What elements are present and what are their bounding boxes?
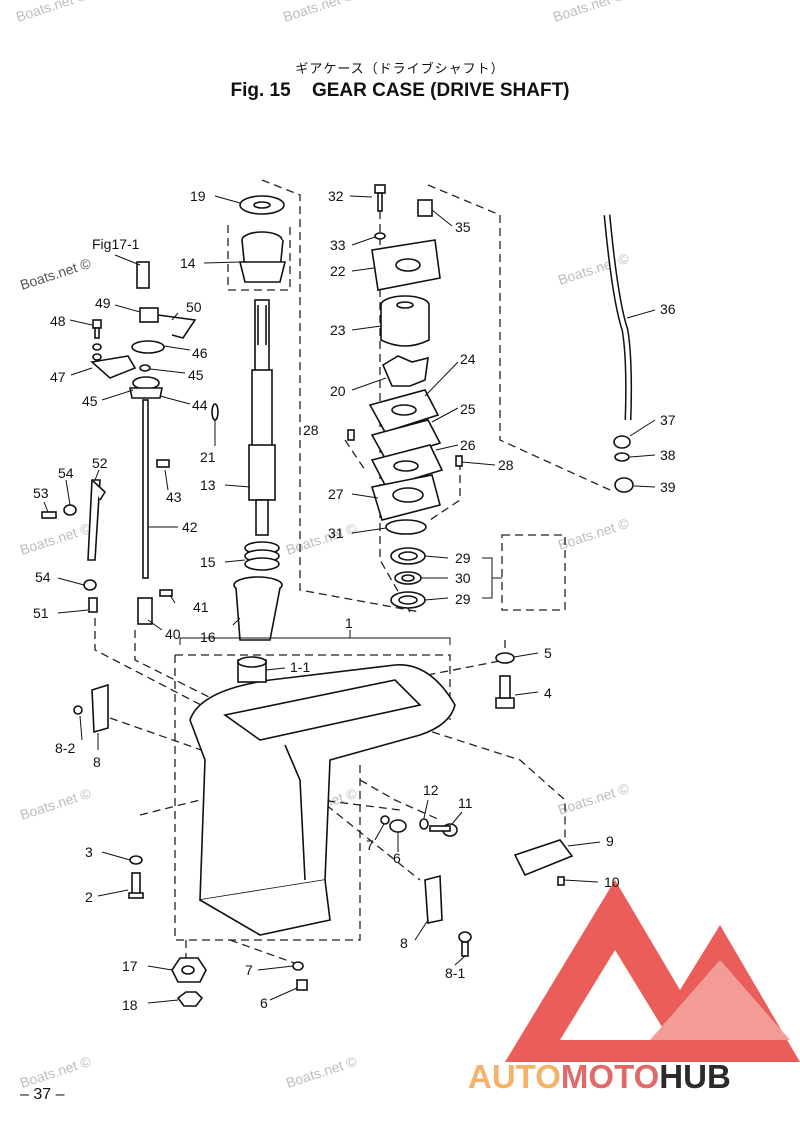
figure-caption: GEAR CASE (DRIVE SHAFT) [311, 80, 570, 101]
callout-47: 47 [50, 369, 66, 385]
callout-22: 22 [330, 263, 346, 279]
callout-16: 16 [200, 629, 216, 645]
callout-23: 23 [330, 322, 346, 338]
callout-17: 17 [122, 958, 138, 974]
callout-5: 5 [544, 645, 552, 661]
watermark: Boats.net © [18, 785, 93, 823]
callout-8-left: 8 [93, 754, 101, 770]
callout-39: 39 [660, 479, 676, 495]
callout-28-right: 28 [498, 457, 514, 473]
callout-19: 19 [190, 188, 206, 204]
callout-28-left: 28 [303, 422, 319, 438]
callout-54-bottom: 54 [35, 569, 51, 585]
callout-4: 4 [544, 685, 552, 701]
callout-8-1: 8-1 [445, 965, 465, 981]
callout-9: 9 [606, 833, 614, 849]
watermark: Boats.net © [556, 250, 631, 288]
leader-lines [43, 195, 656, 1004]
callout-33: 33 [330, 237, 346, 253]
callout-50: 50 [186, 299, 202, 315]
callout-26: 26 [460, 437, 476, 453]
callout-1-1: 1-1 [290, 659, 310, 675]
callout-32: 32 [328, 188, 344, 204]
callout-43: 43 [166, 489, 182, 505]
callout-40: 40 [165, 626, 181, 642]
callout-41: 41 [193, 599, 209, 615]
callout-35: 35 [455, 219, 471, 235]
logo-hub: HUB [659, 1058, 731, 1095]
callout-24: 24 [460, 351, 476, 367]
callout-46: 46 [192, 345, 208, 361]
callout-29-top: 29 [455, 550, 471, 566]
callout-2: 2 [85, 889, 93, 905]
callout-12: 12 [423, 782, 439, 798]
logo-auto: AUTO [468, 1058, 561, 1095]
callout-31: 31 [328, 525, 344, 541]
callout-13: 13 [200, 477, 216, 493]
callout-7-upper: 7 [366, 837, 374, 853]
diagram-title-japanese: ギアケース（ドライブシャフト） [295, 62, 505, 77]
callout-53: 53 [33, 485, 49, 501]
callout-10: 10 [604, 874, 620, 890]
callout-36: 36 [660, 301, 676, 317]
callout-11: 11 [458, 795, 473, 811]
callout-45-right: 45 [188, 367, 204, 383]
callout-37: 37 [660, 412, 676, 428]
dashed-guides [94, 179, 611, 966]
callout-18: 18 [122, 997, 138, 1013]
callout-15: 15 [200, 554, 216, 570]
callout-6-upper: 6 [393, 850, 401, 866]
watermark: Boats.net © [551, 0, 626, 25]
automotohub-logo: AUTOMOTOHUB [468, 1058, 731, 1096]
watermark: Boats.net © [284, 520, 359, 558]
watermark: Boats.net © [18, 520, 93, 558]
callout-20: 20 [330, 383, 346, 399]
callout-21: 21 [200, 449, 216, 465]
callout-45-left: 45 [82, 393, 98, 409]
watermark-layer: Boats.net © Boats.net © Boats.net © Boat… [14, 0, 631, 1091]
callout-6-lower: 6 [260, 995, 268, 1011]
logo-triangle-icon [505, 880, 800, 1062]
callout-27: 27 [328, 486, 344, 502]
watermark: Boats.net © [556, 515, 631, 553]
page-number: – 37 – [20, 1086, 65, 1103]
reference-fig17-1: Fig17-1 [92, 236, 140, 252]
callout-3: 3 [85, 844, 93, 860]
callout-1: 1 [345, 615, 353, 631]
callout-25: 25 [460, 401, 476, 417]
callout-48: 48 [50, 313, 66, 329]
callout-38: 38 [660, 447, 676, 463]
callout-49: 49 [95, 295, 111, 311]
callout-42: 42 [182, 519, 198, 535]
watermark: Boats.net © [281, 0, 356, 25]
callout-29-bottom: 29 [455, 591, 471, 607]
callout-8-2: 8-2 [55, 740, 75, 756]
diagram-title-english: Fig. 15 GEAR CASE (DRIVE SHAFT) [0, 80, 800, 102]
watermark: Boats.net © [14, 0, 89, 25]
parts-artwork [41, 184, 634, 1007]
watermark: Boats.net © [556, 780, 631, 818]
logo-moto: MOTO [560, 1058, 660, 1095]
callout-7-lower: 7 [245, 962, 253, 978]
callout-44: 44 [192, 397, 208, 413]
callout-labels: 19 14 13 15 16 21 32 33 35 22 23 24 20 2… [33, 188, 676, 1013]
callout-51: 51 [33, 605, 49, 621]
callout-52: 52 [92, 455, 108, 471]
callout-30: 30 [455, 570, 471, 586]
figure-number: Fig. 15 [230, 80, 291, 101]
watermark: Boats.net © [284, 1053, 359, 1091]
callout-54-top: 54 [58, 465, 74, 481]
callout-14: 14 [180, 255, 196, 271]
watermark: Boats.net © [18, 255, 93, 293]
callout-8-right: 8 [400, 935, 408, 951]
